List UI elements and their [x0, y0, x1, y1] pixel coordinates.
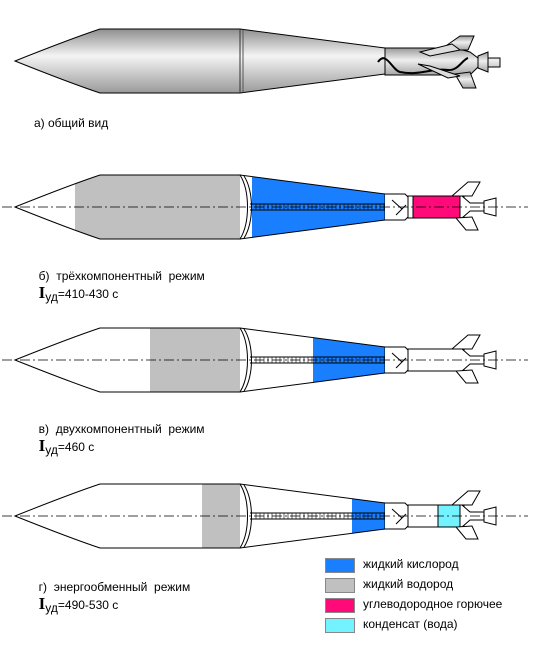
wing — [417, 63, 461, 79]
isp-symbol: I — [38, 436, 46, 455]
legend: жидкий кислород жидкий водород углеводор… — [325, 555, 535, 635]
caption-three-component: б) трёхкомпонентный режим Iуд=410-430 с — [32, 255, 205, 304]
bulkhead — [243, 328, 252, 392]
lower-fin — [454, 216, 479, 231]
legend-swatch — [325, 558, 355, 573]
isp-subscript: уд — [45, 443, 58, 457]
bulkhead — [243, 484, 252, 548]
lower-fin — [454, 525, 479, 540]
rocket-energy-exchange — [2, 483, 528, 549]
bulkhead — [239, 327, 248, 393]
caption-prefix: б) трёхкомпонентный режим — [38, 269, 205, 283]
isp-subscript: уд — [45, 290, 58, 304]
hull-outline — [13, 28, 386, 94]
legend-item-lh2: жидкий водород — [325, 575, 535, 595]
propellant-fill — [75, 175, 240, 239]
legend-label: жидкий кислород — [363, 557, 459, 571]
legend-swatch — [325, 618, 355, 633]
caption-energy-exchange: г) энергообменный режим Iуд=490-530 с — [32, 566, 191, 615]
caption-two-component: в) двухкомпонентный режим Iуд=460 с — [32, 408, 205, 457]
bulkhead — [239, 483, 248, 549]
caption-general-view: а) общий вид — [34, 116, 108, 130]
legend-label: углеводородное горючее — [363, 597, 503, 611]
upper-fin — [450, 490, 481, 506]
isp-value: =460 с — [57, 440, 95, 454]
isp-symbol: I — [38, 283, 46, 302]
rocket-three-component — [2, 174, 528, 240]
nozzle — [477, 51, 489, 73]
upper-fin — [450, 334, 481, 350]
legend-item-lox: жидкий кислород — [325, 555, 535, 575]
upper-fin — [450, 181, 481, 197]
isp-subscript: уд — [45, 601, 58, 615]
caption-prefix: в) двухкомпонентный режим — [38, 422, 205, 436]
legend-swatch — [325, 578, 355, 593]
lower-fin — [454, 71, 477, 89]
wing — [418, 43, 462, 57]
isp-value: =490-530 с — [57, 598, 119, 612]
legend-swatch — [325, 598, 355, 613]
isp-symbol: I — [38, 594, 46, 613]
caption-prefix: г) энергообменный режим — [38, 580, 191, 594]
legend-label: конденсат (вода) — [363, 617, 458, 631]
rocket-general-view — [13, 28, 501, 94]
legend-item-condensate: конденсат (вода) — [325, 615, 535, 635]
legend-label: жидкий водород — [363, 577, 454, 591]
isp-value: =410-430 с — [57, 287, 119, 301]
legend-item-hydrocarbon: углеводородное горючее — [325, 595, 535, 615]
fuel-pipe — [377, 57, 469, 75]
bulkhead — [239, 174, 248, 240]
bulkhead — [243, 175, 252, 239]
rocket-two-component — [2, 327, 528, 393]
lower-fin — [454, 369, 479, 384]
